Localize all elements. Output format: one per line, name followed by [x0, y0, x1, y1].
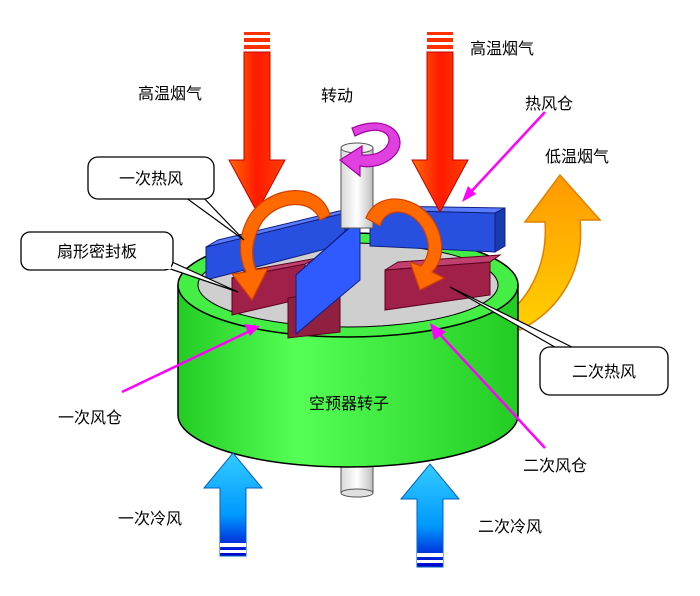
callout-sector-plate: 扇形密封板 — [20, 231, 239, 293]
callout-secondary-hot-air-label: 二次热风 — [572, 362, 636, 381]
primary-hot-air-swirl — [230, 190, 331, 302]
hot-air-bin-pointer — [462, 111, 546, 202]
label-hot-air-bin: 热风仓 — [525, 94, 573, 113]
callout-sector-plate-label: 扇形密封板 — [57, 242, 137, 261]
secondary-hot-air-swirl — [365, 198, 446, 291]
label-rotor: 空预器转子 — [309, 394, 389, 413]
hot-flue-arrow-right — [411, 32, 469, 214]
label-secondary-air-bin: 二次风仓 — [523, 456, 587, 475]
label-primary-cold-air: 一次冷风 — [118, 509, 182, 528]
label-hot-flue-left: 高温烟气 — [138, 84, 202, 103]
callout-primary-hot-air-label: 一次热风 — [119, 169, 183, 188]
low-temp-flue-arrow — [503, 173, 602, 331]
secondary-air-bin-pointer — [430, 323, 546, 449]
hot-flue-arrow-left — [228, 32, 286, 214]
label-rotation: 转动 — [321, 86, 353, 105]
label-hot-flue-right: 高温烟气 — [470, 39, 534, 58]
label-secondary-cold-air: 二次冷风 — [478, 517, 542, 536]
callout-secondary-hot-air: 二次热风 — [449, 286, 669, 396]
label-low-temp-flue: 低温烟气 — [545, 147, 609, 166]
rotation-arrow — [338, 122, 401, 178]
primary-air-bin-pointer — [121, 324, 260, 394]
secondary-cold-air-arrow — [399, 463, 461, 568]
callout-primary-hot-air: 一次热风 — [87, 156, 245, 241]
label-primary-air-bin: 一次风仓 — [58, 408, 122, 427]
primary-cold-air-arrow — [202, 452, 264, 557]
